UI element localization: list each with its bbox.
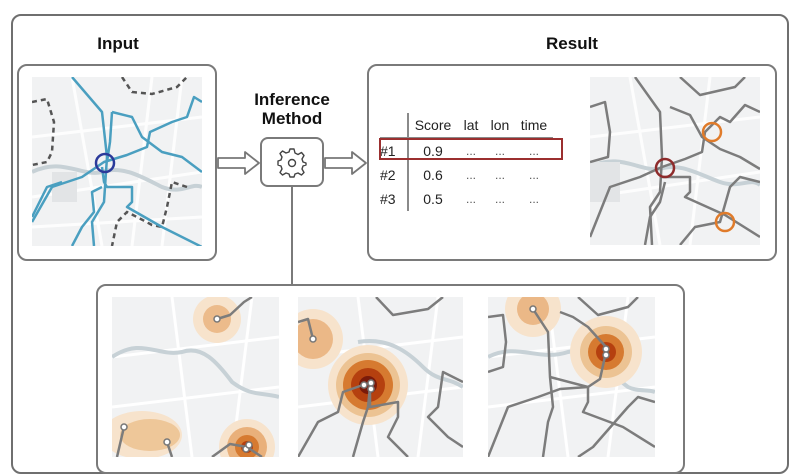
match-marker — [701, 121, 723, 143]
column-header-rank — [380, 113, 409, 139]
score-cell: 0.9 — [423, 143, 443, 159]
time-cell: ... — [528, 144, 539, 158]
table-row[interactable]: #3 0.5 ... ... ... — [380, 187, 553, 211]
result-table: Score lat lon time #1 0.9 ... ... ... #2… — [380, 113, 553, 211]
query-location-marker — [94, 152, 116, 174]
score-cell: 0.6 — [423, 167, 443, 183]
gear-icon — [277, 148, 307, 178]
rank-cell: #3 — [380, 187, 409, 211]
heatmap-candidate-3 — [488, 297, 655, 457]
result-label: Result — [546, 34, 598, 53]
heatmap-graphic — [488, 297, 655, 457]
heatmap-graphic — [112, 297, 279, 457]
input-label: Input — [97, 34, 139, 53]
arrow-right-icon — [217, 151, 260, 175]
lon-cell: ... — [494, 144, 505, 158]
lat-cell: ... — [465, 192, 476, 206]
rank-cell: #2 — [380, 163, 409, 187]
column-header-time: time — [515, 113, 553, 139]
connector-line — [291, 187, 293, 285]
result-map — [590, 77, 760, 245]
heatmap-candidate-1 — [112, 297, 279, 457]
method-label: Inference Method — [232, 90, 352, 128]
time-cell: ... — [528, 192, 539, 206]
column-header-score: Score — [408, 113, 457, 139]
heatmap-graphic — [298, 297, 463, 457]
column-header-lon: lon — [485, 113, 515, 139]
top-match-marker — [654, 157, 676, 179]
time-cell: ... — [528, 168, 539, 182]
top-result-highlight — [379, 138, 563, 160]
method-label-line2: Method — [261, 109, 323, 128]
table-header-row: Score lat lon time — [380, 113, 553, 139]
result-map-graphic — [590, 77, 760, 245]
lat-cell: ... — [465, 168, 476, 182]
match-marker — [714, 211, 736, 233]
lat-cell: ... — [465, 144, 476, 158]
heatmap-candidate-2 — [298, 297, 463, 457]
inference-method-button[interactable] — [260, 137, 324, 187]
arrow-right-icon — [324, 151, 367, 175]
column-header-lat: lat — [457, 113, 485, 139]
lon-cell: ... — [494, 168, 505, 182]
score-cell: 0.5 — [423, 191, 443, 207]
method-label-line1: Inference — [254, 90, 330, 109]
input-map — [32, 77, 202, 246]
lon-cell: ... — [494, 192, 505, 206]
input-map-graphic — [32, 77, 202, 246]
table-row[interactable]: #2 0.6 ... ... ... — [380, 163, 553, 187]
